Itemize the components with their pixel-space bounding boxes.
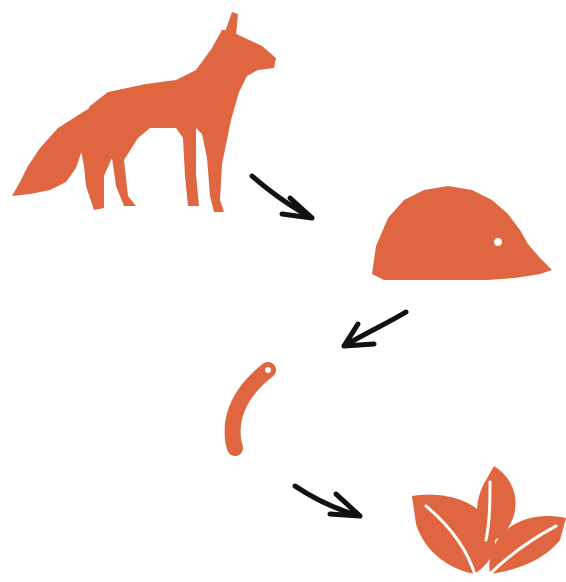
arrow-2-icon: [344, 312, 406, 346]
arrow-1-icon: [252, 176, 312, 218]
hedgehog-icon: [372, 186, 552, 280]
leaves-icon: [412, 466, 566, 578]
worm-icon: [233, 367, 271, 448]
arrow-3-icon: [295, 486, 360, 516]
fox-icon: [12, 12, 276, 212]
